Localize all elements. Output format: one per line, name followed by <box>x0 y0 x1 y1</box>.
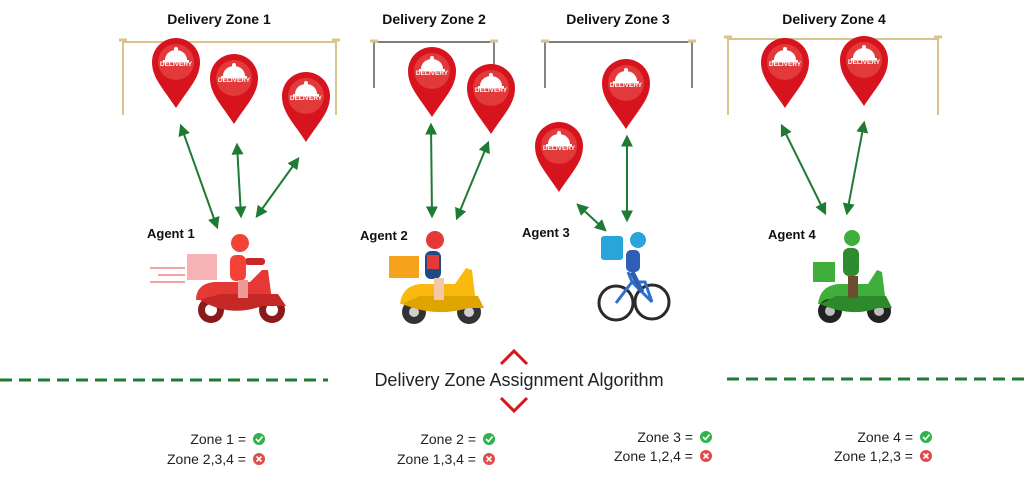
cross-icon <box>920 450 932 462</box>
zone-title-2: Delivery Zone 2 <box>382 11 486 27</box>
assignment-result-4: Zone 4 = Zone 1,2,3 = <box>834 429 932 464</box>
assigned-zone-label: Zone 1 = <box>190 431 246 447</box>
excluded-zones-label: Zone 1,2,3 = <box>834 448 913 464</box>
excluded-zones-label: Zone 1,3,4 = <box>397 451 476 467</box>
zone-title-4: Delivery Zone 4 <box>782 11 886 27</box>
svg-text:DELIVERY: DELIVERY <box>475 87 508 94</box>
agent-label-3: Agent 3 <box>522 225 570 240</box>
svg-text:DELIVERY: DELIVERY <box>769 61 802 68</box>
delivery-pin-icon: DELIVERY <box>535 122 583 192</box>
delivery-pin-icon: DELIVERY <box>602 59 650 129</box>
zone-title-3: Delivery Zone 3 <box>566 11 670 27</box>
bicycle-icon <box>597 232 671 322</box>
delivery-pin-icon: DELIVERY <box>282 72 330 142</box>
assigned-zone-label: Zone 3 = <box>637 429 693 445</box>
svg-text:DELIVERY: DELIVERY <box>290 95 323 102</box>
delivery-pin-icon: DELIVERY <box>761 38 809 108</box>
delivery-pin-icon: DELIVERY <box>840 36 888 106</box>
cross-icon <box>700 450 712 462</box>
scooter-icon <box>150 234 286 323</box>
zone-frame-4 <box>724 35 942 115</box>
scooter-icon <box>813 230 892 323</box>
cross-icon <box>253 453 265 465</box>
check-icon <box>920 431 932 443</box>
check-icon <box>700 431 712 443</box>
scooter-icon <box>389 231 484 324</box>
assigned-zone-label: Zone 4 = <box>857 429 913 445</box>
svg-text:DELIVERY: DELIVERY <box>543 145 576 152</box>
excluded-zones-label: Zone 1,2,4 = <box>614 448 693 464</box>
excluded-zones-label: Zone 2,3,4 = <box>167 451 246 467</box>
chevron-down-icon <box>499 396 529 414</box>
zone-frame-3 <box>541 39 696 88</box>
svg-text:DELIVERY: DELIVERY <box>848 59 881 66</box>
delivery-pin-icon: DELIVERY <box>408 47 456 117</box>
chevron-up-icon <box>499 348 529 366</box>
agent-label-1: Agent 1 <box>147 226 195 241</box>
delivery-pin-icon: DELIVERY <box>467 64 515 134</box>
check-icon <box>483 433 495 445</box>
check-icon <box>253 433 265 445</box>
zone-frame-1 <box>119 38 340 115</box>
svg-text:DELIVERY: DELIVERY <box>610 82 643 89</box>
cross-icon <box>483 453 495 465</box>
assignment-arrows <box>178 120 869 232</box>
assigned-zone-label: Zone 2 = <box>420 431 476 447</box>
delivery-pin-icon: DELIVERY <box>152 38 200 108</box>
assignment-result-2: Zone 2 = Zone 1,3,4 = <box>397 431 495 467</box>
svg-text:DELIVERY: DELIVERY <box>416 70 449 77</box>
delivery-pin-icon: DELIVERY <box>210 54 258 124</box>
assignment-result-1: Zone 1 = Zone 2,3,4 = <box>167 431 265 467</box>
svg-text:DELIVERY: DELIVERY <box>218 77 251 84</box>
algorithm-title: Delivery Zone Assignment Algorithm <box>374 370 663 390</box>
agent-label-4: Agent 4 <box>768 227 816 242</box>
zone-title-1: Delivery Zone 1 <box>167 11 271 27</box>
svg-text:DELIVERY: DELIVERY <box>160 61 193 68</box>
agent-label-2: Agent 2 <box>360 228 408 243</box>
assignment-result-3: Zone 3 = Zone 1,2,4 = <box>614 429 712 464</box>
